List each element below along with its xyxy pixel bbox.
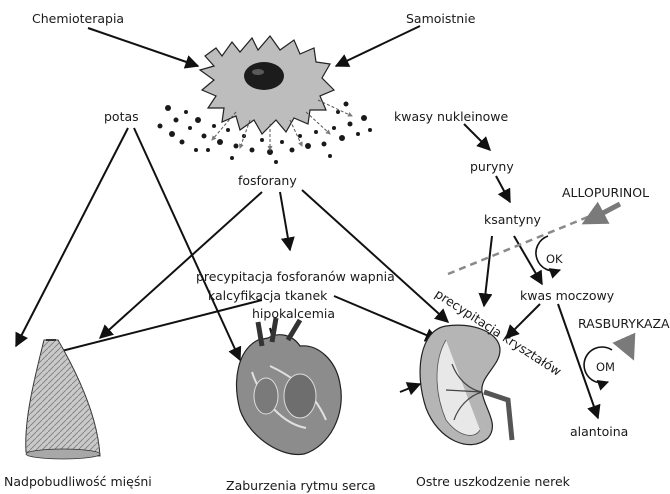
arrow-spont-cell [336,26,420,66]
mechanism-line1: precypitacja fosforanów wapnia [196,269,395,284]
released-nucleic-acids: kwasy nukleinowe [394,109,509,124]
kidney-icon [400,325,512,445]
outcome-muscle: Nadpobudliwość mięśni [4,474,152,489]
arrow-nucleic-puryny [464,124,490,150]
arrow-chemo-cell [88,28,198,66]
rasburicase-abbr: OM [596,360,615,374]
arrow-potas-heart [134,128,240,360]
xanthines-label: ksantyny [484,212,542,227]
arrow-potas-muscle-left [16,128,128,346]
muscle-icon [26,340,100,459]
arrow-fosf-muscle [100,192,262,338]
nucleus [244,62,284,90]
allopurinol-label: ALLOPURINOL [562,185,649,200]
allopurinol-abbr: OK [546,252,563,266]
mechanism-line3: hipokalcemia [252,306,335,321]
rasburicase-label: RASBURYKAZA [578,316,670,331]
arrow-puryny-ksantyny [496,176,510,202]
cause-spontaneous: Samoistnie [406,11,476,26]
arrow-fosf-mech [280,192,290,250]
purines-label: puryny [470,159,514,174]
outcome-kidney: Ostre uszkodzenie nerek [416,474,571,489]
mechanism-line2: kalcyfikacja tkanek [208,288,328,303]
cause-chemotherapy: Chemioterapia [32,11,124,26]
outcome-heart: Zaburzenia rytmu serca [226,478,376,493]
allantoin-label: alantoina [570,424,628,439]
uric-acid-label: kwas moczowy [520,288,615,303]
released-phosphates: fosforany [238,173,297,188]
arrow-mech-muscle [42,300,262,356]
heart-icon [237,318,342,455]
arrow-ksantyny-kidney [484,236,492,306]
arrow-mech-kidney [334,296,438,340]
released-potassium: potas [104,109,139,124]
